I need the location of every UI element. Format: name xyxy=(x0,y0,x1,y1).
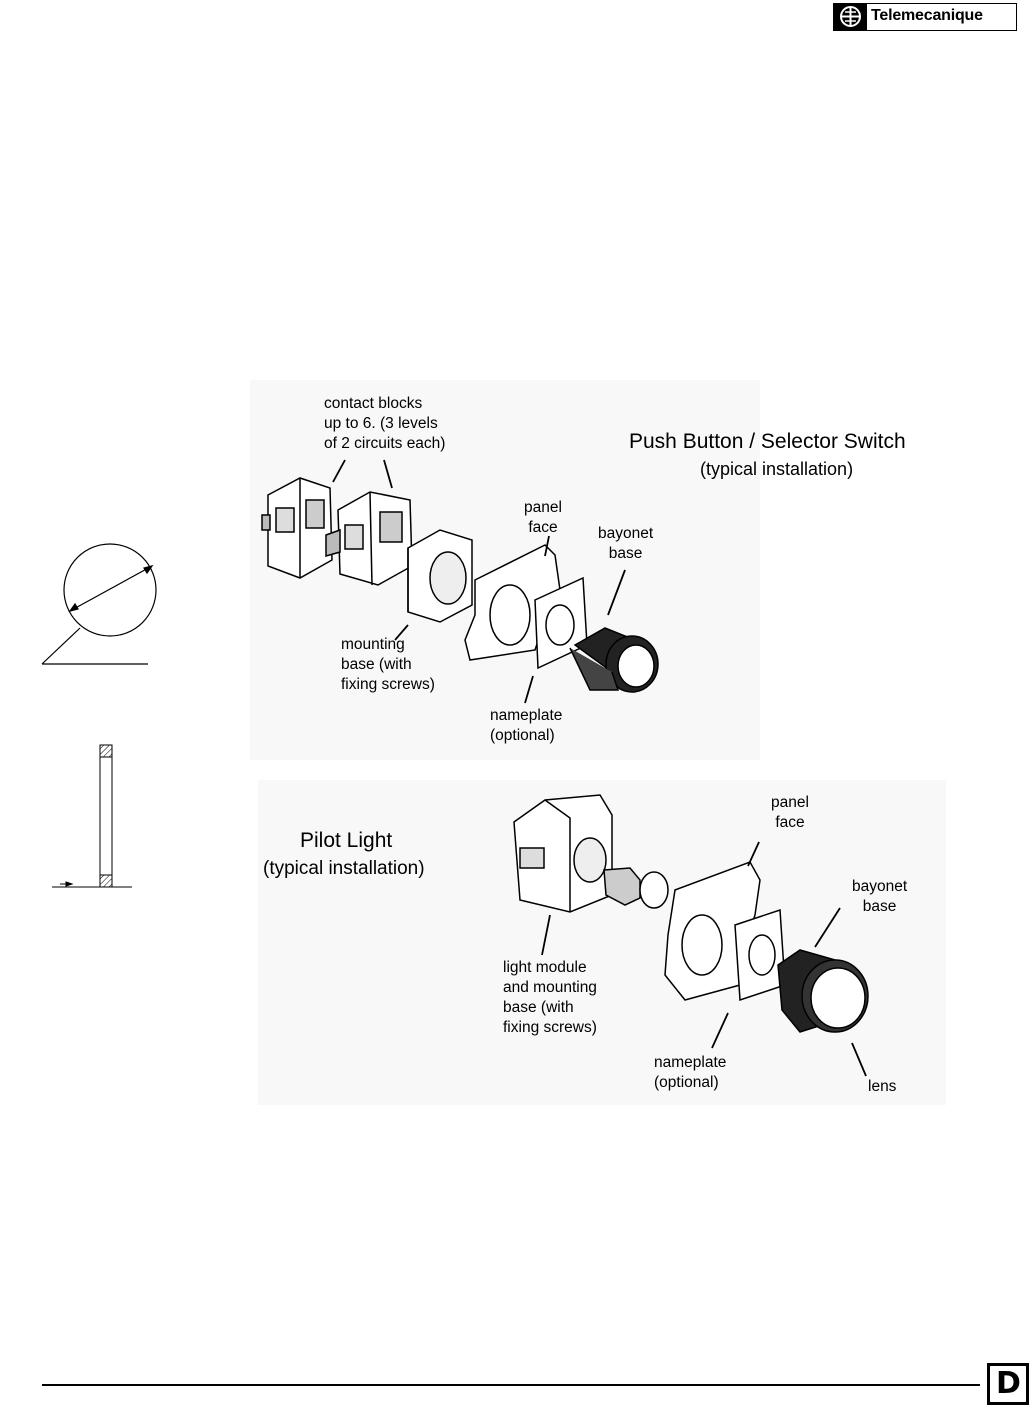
callout-panel-face: panel face xyxy=(524,499,562,536)
brand-logo: Telemecanique xyxy=(833,3,1017,31)
brand-name: Telemecanique xyxy=(871,7,983,24)
square-d-logo-icon: D xyxy=(987,1363,1029,1405)
callout-nameplate-pilot: nameplate (optional) xyxy=(654,1054,727,1091)
callout-panel-face-pilot: panel face xyxy=(771,794,809,831)
push-button-assembly xyxy=(261,477,659,693)
operator-head xyxy=(569,627,659,693)
square-d-letter: D xyxy=(996,1366,1021,1401)
light-module xyxy=(513,794,669,913)
callout-light-module: light module and mounting base (with fix… xyxy=(503,959,597,1036)
footer-rule xyxy=(42,1384,980,1386)
contact-block-2 xyxy=(325,491,413,586)
telemecanique-logo-icon xyxy=(834,4,867,30)
push-button-leaders xyxy=(332,459,626,704)
callout-bayonet-base-pilot: bayonet base xyxy=(852,878,908,915)
pilot-light-title: Pilot Light xyxy=(300,829,393,852)
bayonet-base-and-lens xyxy=(777,949,869,1033)
pilot-light-assembly xyxy=(513,794,869,1033)
mounting-base xyxy=(407,529,473,623)
pilot-light-leaders xyxy=(541,841,867,1077)
callout-contact-blocks: contact blocks up to 6. (3 levels of 2 c… xyxy=(324,395,446,452)
pilot-light-subtitle: (typical installation) xyxy=(263,858,425,879)
callout-bayonet-base: bayonet base xyxy=(598,525,654,562)
push-button-title: Push Button / Selector Switch xyxy=(629,430,906,453)
panel-cutout-drawing xyxy=(41,543,157,665)
contact-block-1 xyxy=(261,477,333,579)
panel-thickness-drawing xyxy=(52,744,132,888)
callout-lens: lens xyxy=(868,1078,897,1095)
push-button-subtitle: (typical installation) xyxy=(700,459,854,479)
callout-mounting-base: mounting base (with fixing screws) xyxy=(341,636,435,693)
callout-nameplate: nameplate (optional) xyxy=(490,707,563,744)
